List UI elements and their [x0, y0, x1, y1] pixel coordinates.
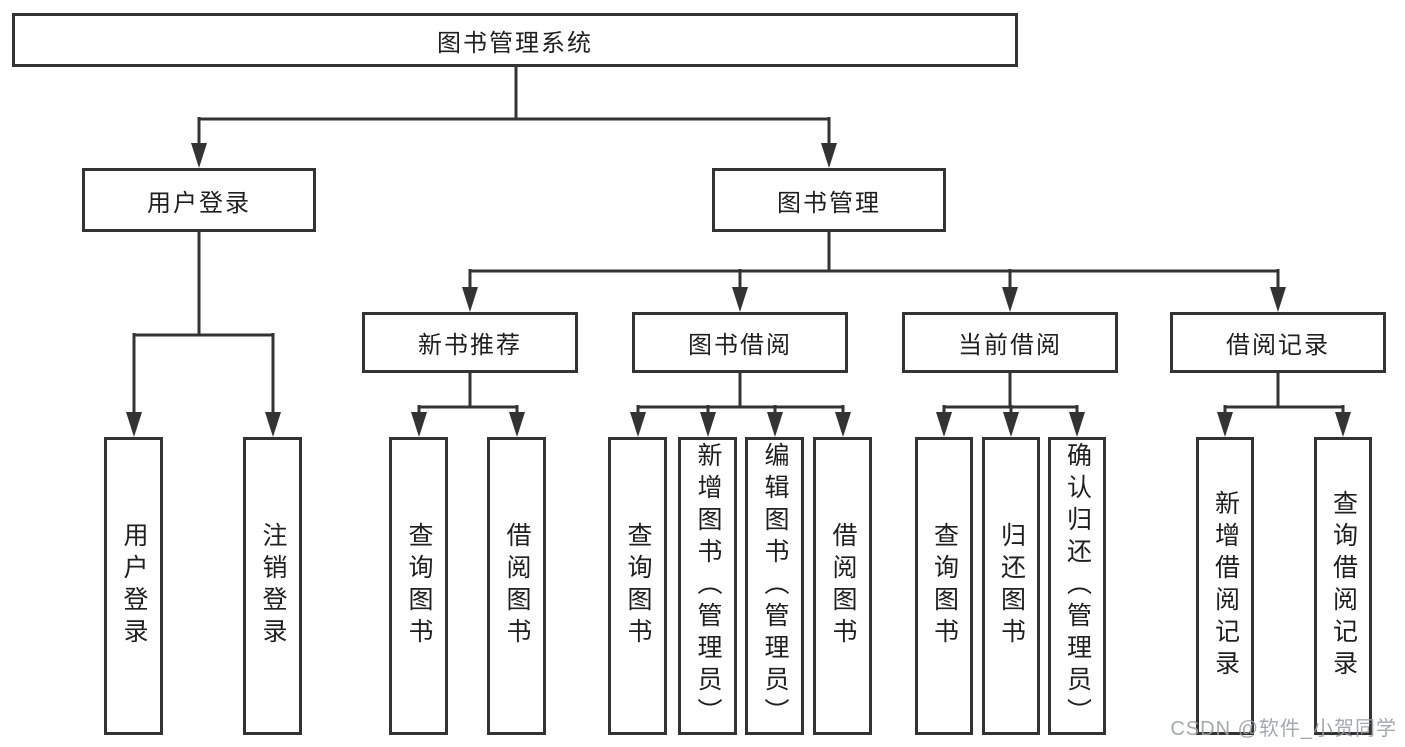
leaf-label: 借阅图书 — [829, 522, 857, 650]
node-user-login: 用户登录 — [82, 168, 316, 232]
leaf-label: 新增图书（管理员） — [694, 442, 722, 730]
leaf-borrow-books-borrowing: 借阅图书 — [813, 437, 872, 735]
leaf-label: 查询借阅记录 — [1329, 490, 1358, 682]
connector-book-borrow — [630, 373, 851, 437]
arrowhead — [1270, 287, 1286, 312]
leaf-label: 查询图书 — [930, 522, 959, 650]
arrowhead — [265, 412, 281, 437]
node-borrow-records: 借阅记录 — [1170, 312, 1386, 373]
node-library-management-system: 图书管理系统 — [12, 13, 1018, 67]
leaf-query-books-borrowing: 查询图书 — [608, 437, 667, 735]
leaf-label: 编辑图书（管理员） — [761, 442, 789, 730]
leaf-label: 查询图书 — [624, 522, 652, 650]
node-book-borrowing: 图书借阅 — [632, 312, 848, 373]
arrowhead — [1002, 287, 1018, 312]
leaf-confirm-return-admin: 确认归还（管理员） — [1048, 437, 1106, 735]
arrowhead — [191, 143, 207, 168]
leaf-query-books-current: 查询图书 — [915, 437, 973, 735]
leaf-edit-book-admin: 编辑图书（管理员） — [745, 437, 804, 735]
connector-book-management — [462, 232, 1286, 312]
arrowhead — [1217, 412, 1233, 437]
arrowhead — [767, 412, 783, 437]
connector-new-book — [411, 373, 525, 437]
arrowhead — [821, 143, 837, 168]
csdn-watermark: CSDN @软件_小贺同学 — [1170, 718, 1397, 740]
leaf-return-books: 归还图书 — [982, 437, 1040, 735]
leaf-add-borrow-record: 新增借阅记录 — [1196, 437, 1254, 735]
leaf-label: 确认归还（管理员） — [1063, 442, 1092, 730]
connector-user-login — [126, 232, 281, 437]
leaf-borrow-books-recommend: 借阅图书 — [487, 437, 546, 735]
leaf-query-borrow-record: 查询借阅记录 — [1314, 437, 1372, 735]
node-current-borrowing: 当前借阅 — [902, 312, 1118, 373]
arrowhead — [126, 412, 142, 437]
arrowhead — [462, 287, 478, 312]
arrowhead — [732, 287, 748, 312]
leaf-label: 新增借阅记录 — [1211, 490, 1240, 682]
leaf-add-book-admin: 新增图书（管理员） — [678, 437, 737, 735]
arrowhead — [630, 412, 646, 437]
arrowhead — [1069, 412, 1085, 437]
node-new-book-recommend: 新书推荐 — [362, 312, 578, 373]
leaf-query-books-recommend: 查询图书 — [389, 437, 448, 735]
arrowhead — [835, 412, 851, 437]
arrowhead — [1003, 412, 1019, 437]
leaf-label: 用户登录 — [120, 522, 148, 650]
leaf-label: 注销登录 — [259, 522, 287, 650]
arrowhead — [411, 412, 427, 437]
arrowhead — [936, 412, 952, 437]
connector-current-borrow — [936, 373, 1085, 437]
leaf-logout: 注销登录 — [243, 437, 302, 735]
arrowhead — [509, 412, 525, 437]
node-book-management: 图书管理 — [712, 168, 946, 232]
leaf-label: 借阅图书 — [503, 522, 531, 650]
arrowhead — [700, 412, 716, 437]
leaf-label: 查询图书 — [405, 522, 433, 650]
leaf-label: 归还图书 — [997, 522, 1026, 650]
connector-root — [191, 67, 837, 168]
leaf-user-login: 用户登录 — [104, 437, 163, 735]
connector-borrow-record — [1217, 373, 1351, 437]
arrowhead — [1335, 412, 1351, 437]
